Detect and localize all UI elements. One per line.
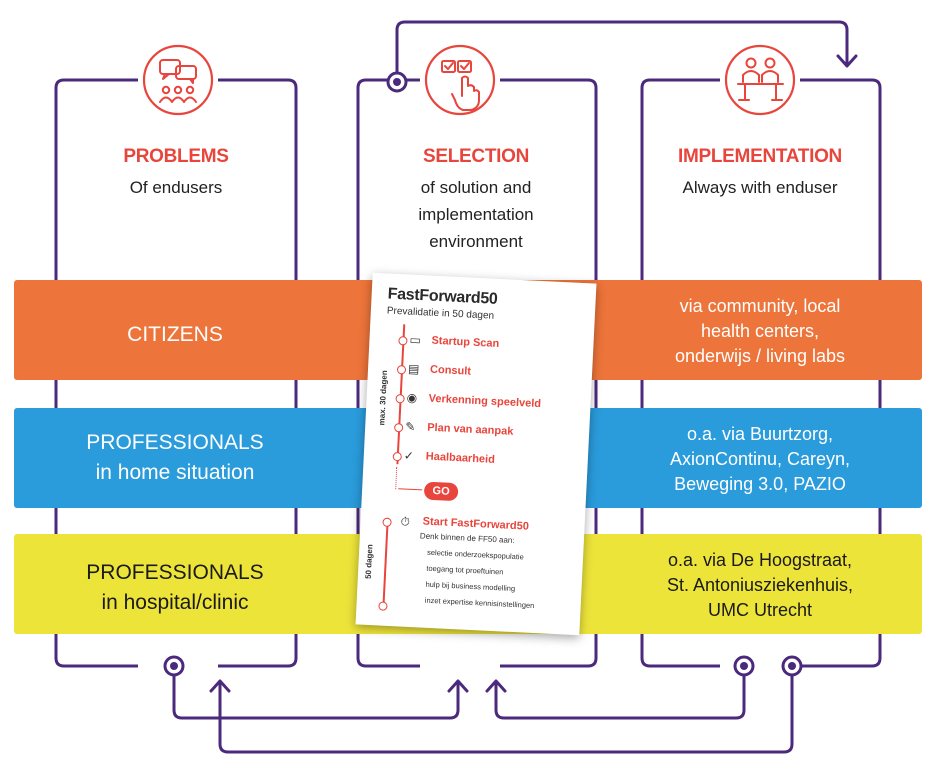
- band-label-line: in hospital/clinic: [101, 591, 249, 614]
- band-detail-citizens: via community, local health centers, ond…: [640, 294, 880, 369]
- timeline-dot: [398, 336, 408, 346]
- bullet-item: hulp bij business modelling: [425, 579, 516, 594]
- arrowhead-c: [209, 679, 231, 693]
- arrowhead-top: [836, 54, 858, 68]
- detail-line: AxionContinu, Careyn,: [669, 449, 851, 469]
- go-connector: [398, 488, 423, 491]
- timeline-dot: [395, 394, 405, 404]
- column-subtitle: of solution and implementation environme…: [366, 174, 586, 255]
- column-implementation: IMPLEMENTATION Always with enduser: [650, 146, 870, 201]
- band-detail-hospital: o.a. via De Hoogstraat, St. Antoniusziek…: [640, 548, 880, 623]
- detail-line: health centers,: [700, 321, 820, 341]
- bottom-loop-c: [218, 666, 794, 754]
- bottom-loop-b: [494, 666, 746, 720]
- timeline-dot: [392, 451, 402, 462]
- timeline-dotted: [395, 467, 398, 490]
- band-label-line: PROFESSIONALS: [86, 561, 264, 584]
- column-subtitle: Always with enduser: [682, 178, 838, 197]
- top-loop-line: [395, 20, 849, 78]
- step-start: Start FastForward50: [422, 515, 530, 533]
- detail-line: onderwijs / living labs: [674, 346, 846, 366]
- detail-line: UMC Utrecht: [707, 600, 812, 620]
- step-verkenning: Verkenning speelveld: [428, 392, 542, 411]
- laptop-icon: ▭: [409, 332, 422, 348]
- column-title: SELECTION: [422, 146, 530, 167]
- days-label: 50 dagen: [363, 544, 375, 580]
- column-problems: PROBLEMS Of endusers: [76, 146, 276, 201]
- timeline-dot: [393, 422, 404, 433]
- timeline-line-2: [382, 517, 389, 606]
- band-label-hospital: PROFESSIONALS in hospital/clinic: [60, 558, 290, 618]
- edit-icon: ✎: [404, 419, 416, 434]
- bullet-item: selectie onderzoekspopulatie: [426, 547, 524, 562]
- eye-icon: ◉: [406, 390, 418, 406]
- speech-bubbles-group-icon: [142, 44, 214, 116]
- go-badge: GO: [423, 481, 459, 502]
- timeline-dot: [382, 517, 392, 527]
- subtitle-line: implementation: [418, 205, 534, 224]
- detail-line: via community, local: [679, 296, 841, 316]
- detail-line: Beweging 3.0, PAZIO: [674, 474, 846, 494]
- max-days-label: max. 30 dagen: [377, 370, 389, 426]
- column-title: PROBLEMS: [123, 146, 229, 167]
- subtitle-line: of solution and: [420, 178, 532, 197]
- step-consult: Consult: [429, 363, 472, 378]
- band-detail-home: o.a. via Buurtzorg, AxionContinu, Careyn…: [640, 422, 880, 497]
- band-label-line: CITIZENS: [127, 323, 223, 346]
- stopwatch-icon: ⏱: [400, 514, 411, 529]
- band-label-citizens: CITIZENS: [60, 320, 290, 350]
- column-subtitle: Of endusers: [129, 178, 223, 197]
- band-label-home: PROFESSIONALS in home situation: [60, 428, 290, 488]
- fastforward50-card: FastForward50 Prevalidatie in 50 dagen m…: [355, 272, 597, 636]
- timeline-dot: [378, 601, 388, 611]
- subtitle-line: environment: [429, 232, 523, 251]
- detail-line: St. Antoniusziekenhuis,: [666, 575, 854, 595]
- column-selection: SELECTION of solution and implementation…: [366, 146, 586, 255]
- step-plan: Plan van aanpak: [426, 421, 514, 438]
- touch-checklist-icon: [424, 44, 496, 116]
- checkmark-icon: ✓: [403, 448, 415, 463]
- arrowhead-a: [447, 679, 469, 693]
- arrowhead-b: [485, 679, 507, 693]
- timeline-dot: [396, 365, 407, 375]
- start-subtitle: Denk binnen de FF50 aan:: [419, 531, 515, 545]
- band-label-line: in home situation: [95, 461, 255, 484]
- band-label-line: PROFESSIONALS: [86, 431, 264, 454]
- bullet-item: inzet expertise kennisinstellingen: [424, 595, 535, 611]
- bullet-item: toegang tot proeftuinen: [426, 563, 504, 577]
- bottom-loop-a: [172, 666, 460, 720]
- clipboard-icon: ▤: [407, 361, 420, 377]
- step-startup-scan: Startup Scan: [431, 334, 500, 350]
- step-haalbaarheid: Haalbaarheid: [425, 450, 496, 466]
- detail-line: o.a. via De Hoogstraat,: [667, 550, 853, 570]
- detail-line: o.a. via Buurtzorg,: [686, 424, 834, 444]
- column-title: IMPLEMENTATION: [678, 146, 842, 167]
